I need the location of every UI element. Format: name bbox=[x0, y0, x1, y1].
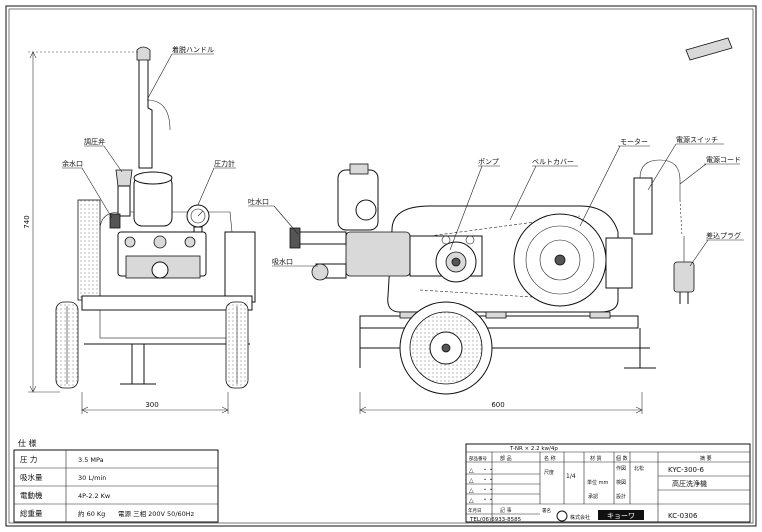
front-width-label: 300 bbox=[145, 401, 158, 409]
rev-date: ・・ bbox=[482, 467, 494, 474]
drawn-by: 北松 bbox=[634, 465, 644, 472]
label-detachable-handle: 着脱ハンドル bbox=[172, 45, 214, 54]
spec-row-label: 電動機 bbox=[20, 490, 43, 500]
rev-date: ・・ bbox=[482, 497, 494, 504]
model-no: KYC-300-6 bbox=[668, 466, 705, 474]
date-label: 年月日 bbox=[468, 507, 482, 514]
record-label: 記 事 bbox=[500, 507, 512, 514]
rev-symbol: △ bbox=[469, 467, 474, 474]
spec-row-value: 3.5 MPa bbox=[78, 456, 104, 464]
label-pressure-gauge: 圧力計 bbox=[214, 159, 235, 168]
spec-table: 仕 様 圧 力 3.5 MPa 吸水量 30 L/min 電動機 4P-2.2 … bbox=[13, 438, 219, 523]
col-part: 部 品 bbox=[500, 455, 512, 462]
rev-symbol: △ bbox=[469, 497, 474, 504]
drawing-no: KC-0306 bbox=[668, 512, 698, 520]
company: 株式会社 bbox=[570, 514, 590, 521]
label-pressure-valve: 調圧弁 bbox=[84, 137, 105, 146]
rev-symbol: △ bbox=[469, 477, 474, 484]
header-note: T-NR × 2.2 kw/4p bbox=[509, 446, 558, 452]
label-power-switch: 電源スイッチ bbox=[676, 135, 718, 144]
spec-row-label: 総重量 bbox=[20, 508, 43, 518]
spec-row-value: 約 60 Kg bbox=[78, 509, 105, 518]
spec-title: 仕 様 bbox=[18, 438, 37, 448]
side-view bbox=[289, 37, 733, 395]
label-belt-cover: ベルトカバー bbox=[532, 158, 574, 166]
side-callouts: ポンプ ベルトカバー モーター 電源スイッチ 電源コード 吐水口 吸水口 差込プ… bbox=[248, 135, 744, 267]
front-callouts: 着脱ハンドル 調圧弁 余水口 圧力計 bbox=[62, 45, 236, 219]
col-name: 名 称 bbox=[544, 455, 556, 462]
label-pump: ポンプ bbox=[478, 158, 499, 166]
label-power-cord: 電源コード bbox=[706, 155, 741, 164]
design-label: 設計 bbox=[616, 493, 626, 500]
label-intake-port: 吸水口 bbox=[272, 257, 293, 266]
rev-symbol: △ bbox=[469, 487, 474, 494]
spec-row-label: 吸水量 bbox=[20, 472, 43, 482]
company-mark bbox=[556, 510, 568, 522]
approve-label: 承認 bbox=[588, 493, 598, 500]
height-dimension: 740 bbox=[23, 51, 140, 393]
logo: キョーワ bbox=[607, 512, 635, 520]
spec-row-label: 圧 力 bbox=[20, 454, 37, 464]
front-width-dimension: 300 bbox=[81, 392, 229, 414]
scale-value: 1/4 bbox=[566, 473, 576, 480]
rev-date: ・・ bbox=[482, 487, 494, 494]
product-name: 高圧洗浄機 bbox=[672, 479, 707, 488]
spec-row-value: 4P-2.2 Kw bbox=[78, 492, 111, 500]
title-block: T-NR × 2.2 kw/4p 部品番号 部 品 名 称 材 質 個 数 摘 … bbox=[465, 443, 751, 523]
label-motor: モーター bbox=[620, 137, 648, 146]
col-remarks: 摘 要 bbox=[700, 455, 712, 462]
scale-label: 尺度 bbox=[544, 469, 554, 476]
tel: TEL(06)6933-8585 bbox=[469, 517, 522, 523]
label-surplus-port: 余水口 bbox=[62, 159, 83, 168]
col-part-no: 部品番号 bbox=[469, 455, 487, 462]
outer-border bbox=[5, 5, 757, 527]
inner-border bbox=[8, 8, 754, 524]
spec-row-value: 30 L/min bbox=[78, 474, 106, 482]
side-length-label: 600 bbox=[491, 401, 504, 409]
col-material: 材 質 bbox=[590, 455, 602, 462]
signature-label: 署名 bbox=[542, 507, 551, 514]
check-label: 検図 bbox=[616, 479, 626, 486]
spec-row-extra: 電源 三相 200V 50/60Hz bbox=[118, 509, 195, 518]
drawn-label: 作図 bbox=[616, 465, 626, 472]
front-view bbox=[55, 46, 256, 389]
label-plug: 差込プラグ bbox=[706, 231, 741, 240]
side-length-dimension: 600 bbox=[359, 392, 643, 414]
height-dimension-label: 740 bbox=[23, 215, 31, 228]
unit-label: 単位 mm bbox=[587, 479, 608, 486]
rev-date: ・・ bbox=[482, 477, 494, 484]
col-qty: 個 数 bbox=[616, 455, 628, 462]
label-discharge-port: 吐水口 bbox=[248, 197, 269, 206]
logo-box bbox=[598, 510, 644, 520]
